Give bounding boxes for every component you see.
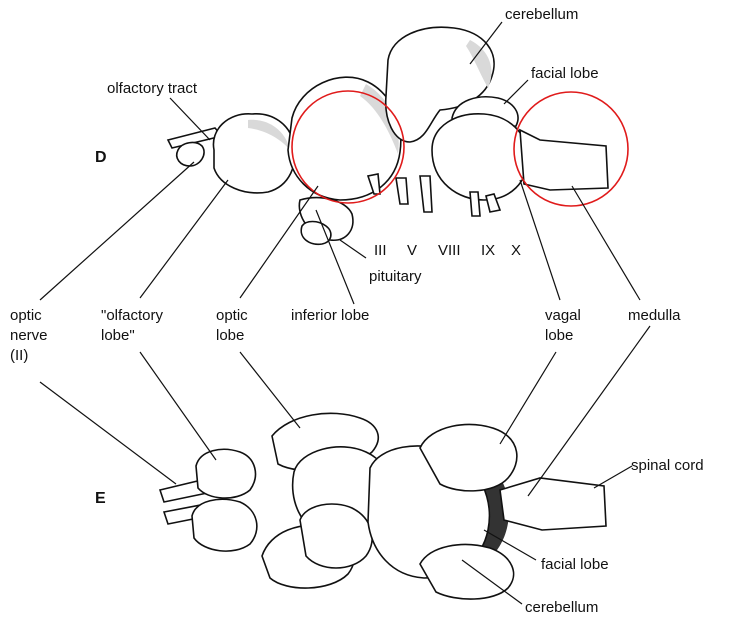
label-facial-lobe-top: facial lobe: [531, 65, 599, 82]
label-vagal-lobe-line1: vagal: [545, 307, 581, 324]
label-cerebellum-bottom: cerebellum: [525, 599, 598, 616]
nerve-root-v: [396, 178, 408, 204]
label-olfactory-lobe-line2: lobe": [101, 327, 135, 344]
leader-pituitary: [340, 240, 366, 258]
nerve-root-viii: [420, 176, 432, 212]
upper-brain-view: [168, 27, 608, 244]
label-vagal-lobe-line2: lobe: [545, 327, 573, 344]
leader-olfactory-lobe-bottom: [140, 352, 216, 460]
label-optic-nerve-line1: optic: [10, 307, 42, 324]
lower-brain-view: [160, 413, 606, 599]
label-nerve-v: V: [407, 242, 417, 259]
nerve-root-ix: [470, 192, 480, 216]
leader-facial-lobe-top: [504, 80, 528, 104]
label-optic-nerve-line2: nerve: [10, 327, 48, 344]
label-optic-lobe-line1: optic: [216, 307, 248, 324]
label-spinal-cord: spinal cord: [631, 457, 704, 474]
leader-optic-nerve-bottom: [40, 382, 176, 484]
label-nerve-iii: III: [374, 242, 387, 259]
vagal-lobe-lower-shape: [420, 545, 514, 600]
view-label-d: D: [95, 149, 107, 166]
leader-medulla-top: [572, 186, 640, 300]
label-optic-lobe-line2: lobe: [216, 327, 244, 344]
vagal-lobe-shape: [432, 114, 528, 200]
view-label-e: E: [95, 490, 106, 507]
label-facial-lobe-bottom: facial lobe: [541, 556, 609, 573]
leader-vagal-lobe-bottom: [500, 352, 556, 444]
label-olfactory-tract: olfactory tract: [107, 80, 198, 97]
label-nerve-viii: VIII: [438, 242, 461, 259]
label-cerebellum-top: cerebellum: [505, 6, 578, 23]
label-inferior-lobe: inferior lobe: [291, 307, 369, 324]
leader-optic-lobe-bottom: [240, 352, 300, 428]
label-olfactory-lobe-line1: "olfactory: [101, 307, 164, 324]
leader-optic-lobe-top: [240, 186, 318, 298]
olfactory-lobe-upper-shape: [196, 449, 255, 498]
label-medulla: medulla: [628, 307, 681, 324]
label-optic-nerve-line3: (II): [10, 347, 28, 364]
leader-spinal-cord: [594, 466, 632, 488]
olfactory-lobe-lower-shape: [192, 499, 257, 551]
medulla-shape: [520, 130, 608, 190]
olfactory-bulb-shape: [177, 143, 204, 166]
spinal-cord-shape: [500, 478, 606, 530]
leader-olfactory-lobe-top: [140, 180, 228, 298]
central-lobe-lower-shape: [300, 504, 372, 568]
leader-vagal-lobe-top: [520, 180, 560, 300]
label-pituitary: pituitary: [369, 268, 422, 285]
label-nerve-ix: IX: [481, 242, 495, 259]
leader-optic-nerve-top: [40, 162, 194, 300]
label-nerve-x: X: [511, 242, 521, 259]
